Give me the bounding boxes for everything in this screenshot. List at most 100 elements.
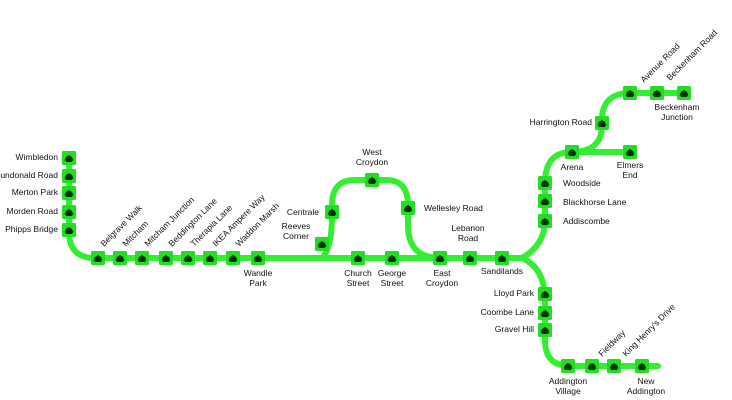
stop-arena[interactable]: [565, 145, 579, 159]
stop-new-addington[interactable]: [635, 359, 649, 373]
stop-avenue-road[interactable]: [623, 86, 637, 100]
stop-east-croydon[interactable]: [433, 251, 447, 265]
stop-harrington-road[interactable]: [595, 116, 609, 130]
stop-belgrave-walk[interactable]: [91, 251, 105, 265]
stop-wimbledon[interactable]: [62, 151, 76, 165]
stop-mitcham[interactable]: [113, 251, 127, 265]
stop-ikea-ampere-way[interactable]: [203, 251, 217, 265]
stop-label-merton-park: Merton Park: [12, 187, 59, 197]
stop-king-henrys-drive[interactable]: [607, 359, 621, 373]
stop-label-lloyd-park: Lloyd Park: [494, 288, 535, 298]
tram-icon: [540, 310, 550, 317]
stop-dundonald-road[interactable]: [62, 169, 76, 183]
stop-label-addiscombe: Addiscombe: [563, 216, 610, 226]
tram-icon: [567, 149, 577, 156]
stop-addington-village[interactable]: [561, 359, 575, 373]
stop-west-croydon[interactable]: [365, 173, 379, 187]
tram-icon: [563, 363, 573, 370]
stop-beckenham-road[interactable]: [650, 86, 664, 100]
stop-george-street[interactable]: [385, 251, 399, 265]
stop-waddon-marsh[interactable]: [226, 251, 240, 265]
stop-lloyd-park[interactable]: [538, 287, 552, 301]
tram-icon: [93, 255, 103, 262]
tram-icon: [609, 363, 619, 370]
stop-wellesley-road[interactable]: [401, 201, 415, 215]
tram-icon: [64, 155, 74, 162]
tram-icon: [540, 180, 550, 187]
stop-therapia-lane[interactable]: [181, 251, 195, 265]
tram-icon: [465, 255, 475, 262]
tram-icon: [161, 255, 171, 262]
stop-morden-road[interactable]: [62, 205, 76, 219]
tram-icon: [253, 255, 263, 262]
stop-reeves-corner[interactable]: [315, 237, 329, 251]
tram-icon: [435, 255, 445, 262]
tram-icon: [625, 149, 635, 156]
tram-icon: [64, 209, 74, 216]
stop-label-king-henrys-drive: King Henry's Drive: [620, 302, 677, 359]
tram-icon: [497, 255, 507, 262]
stop-label-gravel-hill: Gravel Hill: [495, 324, 534, 334]
stop-woodside[interactable]: [538, 176, 552, 190]
stop-label-phipps-bridge: Phipps Bridge: [5, 224, 58, 234]
stop-wandle-park[interactable]: [251, 251, 265, 265]
stop-label-centrale: Centrale: [287, 207, 319, 217]
tram-icon: [679, 90, 689, 97]
tram-icon: [228, 255, 238, 262]
stop-addiscombe[interactable]: [538, 214, 552, 228]
stop-sandilands[interactable]: [495, 251, 509, 265]
stop-coombe-lane[interactable]: [538, 306, 552, 320]
tram-icon: [625, 90, 635, 97]
tram-icon: [637, 363, 647, 370]
stop-lebanon-road[interactable]: [463, 251, 477, 265]
tram-icon: [540, 327, 550, 334]
tram-icon: [353, 255, 363, 262]
stop-label-wimbledon: Wimbledon: [15, 152, 58, 162]
tram-icon: [115, 255, 125, 262]
stop-label-harrington-road: Harrington Road: [530, 117, 593, 127]
stop-merton-park[interactable]: [62, 186, 76, 200]
stop-centrale[interactable]: [325, 205, 339, 219]
tram-icon: [540, 218, 550, 225]
stop-label-dundonald-road: Dundonald Road: [0, 170, 58, 180]
tram-icon: [540, 291, 550, 298]
line-croydon-loop: [319, 177, 443, 261]
stop-church-street[interactable]: [351, 251, 365, 265]
tram-icon: [64, 227, 74, 234]
stop-fieldway[interactable]: [585, 359, 599, 373]
tram-icon: [64, 173, 74, 180]
stop-phipps-bridge[interactable]: [62, 223, 76, 237]
tram-icon: [540, 198, 550, 205]
stop-blackhorse-lane[interactable]: [538, 194, 552, 208]
stop-beckenham-junction[interactable]: [677, 86, 691, 100]
stop-beddington-lane[interactable]: [159, 251, 173, 265]
stop-elmers-end[interactable]: [623, 145, 637, 159]
tram-icon: [597, 120, 607, 127]
tram-stops: [62, 86, 691, 373]
tram-icon: [587, 363, 597, 370]
stop-mitcham-junction[interactable]: [135, 251, 149, 265]
tram-icon: [317, 241, 327, 248]
stop-label-coombe-lane: Coombe Lane: [481, 307, 535, 317]
tram-icon: [387, 255, 397, 262]
stop-label-wellesley-road: Wellesley Road: [424, 203, 483, 213]
tram-icon: [652, 90, 662, 97]
tram-icon: [183, 255, 193, 262]
stop-label-blackhorse-lane: Blackhorse Lane: [563, 197, 627, 207]
tram-icon: [403, 205, 413, 212]
tram-icon: [327, 209, 337, 216]
stop-gravel-hill[interactable]: [538, 323, 552, 337]
tram-icon: [137, 255, 147, 262]
